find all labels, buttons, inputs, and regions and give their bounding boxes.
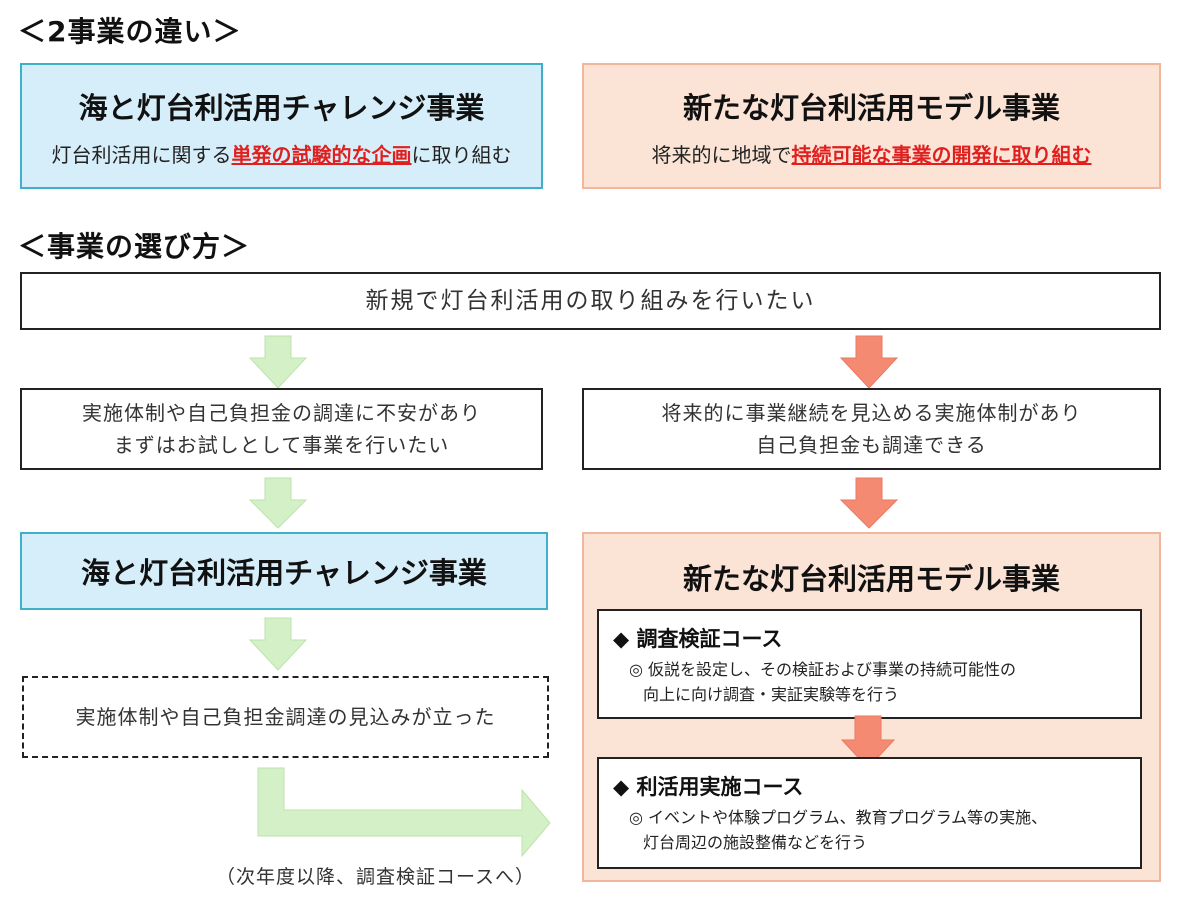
course-desc-line: 向上に向け調査・実証実験等を行う: [643, 685, 900, 704]
desc-text: に取り組む: [411, 142, 512, 167]
course-desc-line: ◎ 仮説を設定し、その検証および事業の持続可能性の: [629, 660, 1017, 679]
survey-verification-course-description: ◎ 仮説を設定し、その検証および事業の持続可能性の 向上に向け調査・実証実験等を…: [629, 657, 1016, 707]
desc-text: 灯台利活用に関する: [51, 142, 232, 167]
trial-condition-line1: 実施体制や自己負担金の調達に不安があり: [82, 401, 481, 425]
arrow-down-red: [840, 715, 896, 769]
next-year-note: （次年度以降、調査検証コースへ）: [216, 866, 536, 888]
desc-highlight: 持続可能な事業の開発に取り組む: [791, 142, 1092, 167]
sustainable-condition-box: 将来的に事業継続を見込める実施体制があり 自己負担金も調達できる: [582, 388, 1161, 470]
prospect-achieved-box: 実施体制や自己負担金調達の見込みが立った: [22, 676, 549, 758]
arrow-down-red: [839, 335, 899, 389]
arrow-down-green: [248, 477, 308, 529]
arrow-down-red: [839, 477, 899, 529]
course-desc-line: ◎ イベントや体験プログラム、教育プログラム等の実施、: [629, 808, 1048, 827]
sustainable-condition-line1: 将来的に事業継続を見込める実施体制があり: [661, 401, 1082, 425]
desc-highlight: 単発の試験的な企画: [231, 142, 412, 167]
start-text: 新規で灯台利活用の取り組みを行いたい: [365, 288, 816, 314]
challenge-project-title: 海と灯台利活用チャレンジ事業: [78, 90, 485, 125]
survey-verification-course-title: ◆ 調査検証コース: [613, 627, 783, 651]
course-desc-line: 灯台周辺の施設整備などを行う: [643, 833, 868, 852]
model-project-title: 新たな灯台利活用モデル事業: [682, 90, 1060, 125]
challenge-project-result-box: 海と灯台利活用チャレンジ事業: [20, 532, 548, 610]
section-heading-differences: ＜2事業の違い＞: [18, 15, 242, 48]
prospect-achieved-text: 実施体制や自己負担金調達の見込みが立った: [75, 705, 496, 729]
model-project-result-title: 新たな灯台利活用モデル事業: [682, 562, 1060, 596]
utilization-course-title: ◆ 利活用実施コース: [613, 775, 804, 799]
arrow-down-green: [248, 335, 308, 389]
challenge-project-box: 海と灯台利活用チャレンジ事業 灯台利活用に関する単発の試験的な企画に取り組む: [20, 63, 543, 189]
desc-text: 将来的に地域で: [651, 142, 792, 167]
arrow-down-green: [248, 617, 308, 671]
challenge-project-result-title: 海と灯台利活用チャレンジ事業: [81, 556, 487, 590]
sustainable-condition-line2: 自己負担金も調達できる: [756, 433, 987, 457]
trial-condition-line2: まずはお試しとして事業を行いたい: [113, 433, 450, 457]
model-project-description: 将来的に地域で持続可能な事業の開発に取り組む: [652, 139, 1092, 168]
survey-verification-course: ◆ 調査検証コース ◎ 仮説を設定し、その検証および事業の持続可能性の 向上に向…: [597, 609, 1142, 719]
trial-condition-box: 実施体制や自己負担金の調達に不安があり まずはお試しとして事業を行いたい: [20, 388, 543, 470]
utilization-course: ◆ 利活用実施コース ◎ イベントや体験プログラム、教育プログラム等の実施、 灯…: [597, 757, 1142, 869]
challenge-project-description: 灯台利活用に関する単発の試験的な企画に取り組む: [52, 139, 512, 168]
section-heading-selection: ＜事業の選び方＞: [18, 230, 251, 263]
utilization-course-description: ◎ イベントや体験プログラム、教育プログラム等の実施、 灯台周辺の施設整備などを…: [629, 805, 1047, 855]
arrow-bend-right-green: [257, 767, 551, 858]
model-project-box: 新たな灯台利活用モデル事業 将来的に地域で持続可能な事業の開発に取り組む: [582, 63, 1161, 189]
start-box: 新規で灯台利活用の取り組みを行いたい: [20, 272, 1161, 330]
